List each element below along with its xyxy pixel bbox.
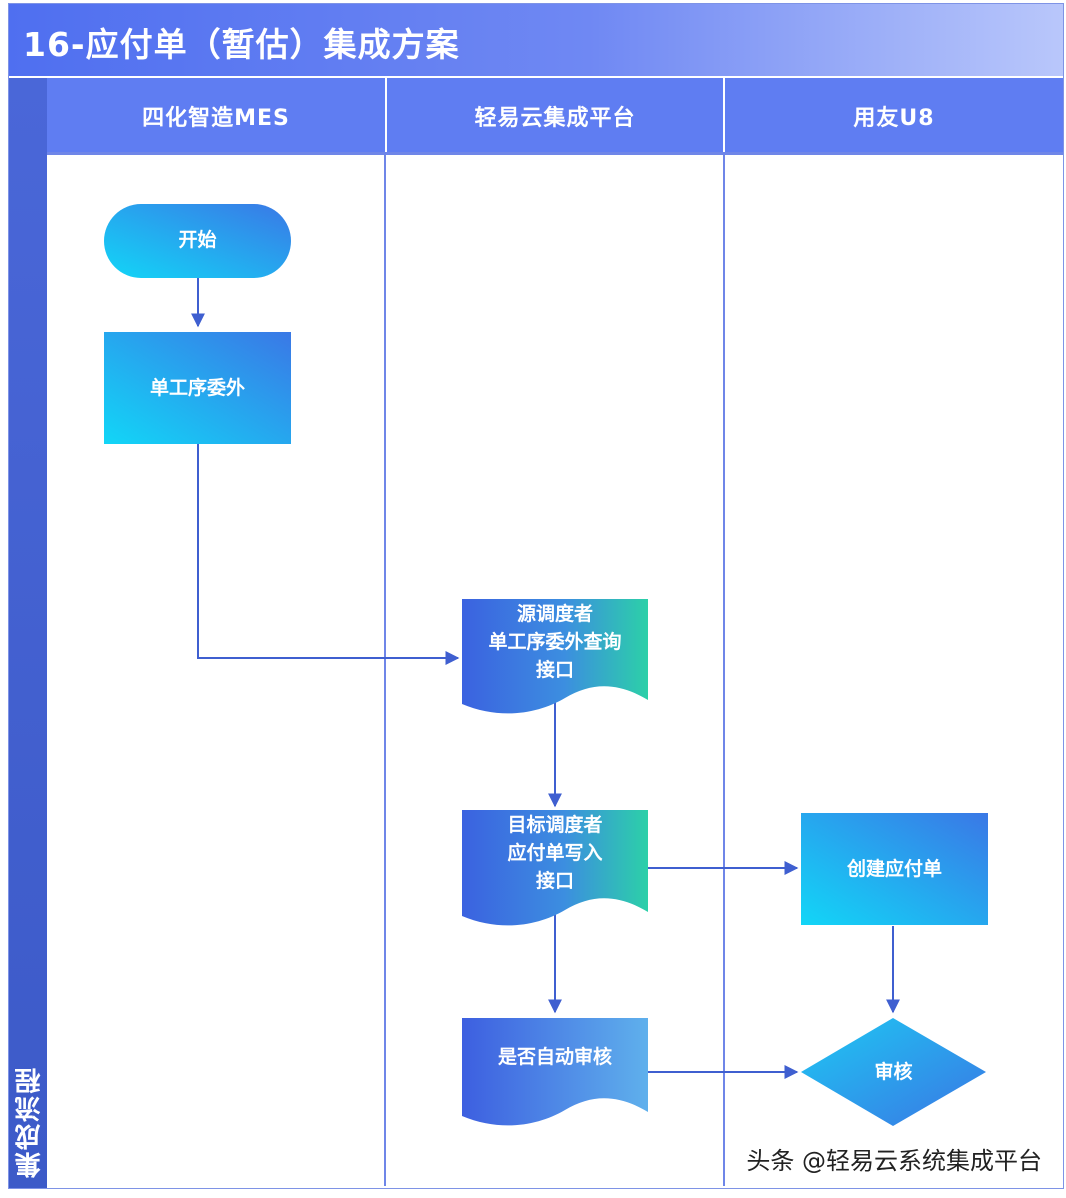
auto-audit-node: [462, 1018, 648, 1126]
source-query-line3: 接口: [535, 659, 574, 681]
source-query-line2: 单工序委外查询: [488, 631, 622, 653]
create-ap-node: [801, 813, 988, 925]
audit-label: 审核: [874, 1061, 913, 1083]
side-bar: 集成流程: [9, 78, 47, 1188]
lane-header-platform: 轻易云集成平台: [387, 78, 723, 154]
header-divider: [47, 152, 1063, 155]
create-ap-label: 创建应付单: [846, 858, 942, 880]
lane-header-mes: 四化智造MES: [47, 78, 385, 154]
diagram-frame: [8, 3, 1064, 1189]
target-write-line2: 应付单写入: [507, 842, 603, 864]
target-write-line3: 接口: [535, 870, 574, 892]
lane-divider-1: [384, 154, 386, 1186]
auto-audit-label: 是否自动审核: [497, 1046, 612, 1068]
target-write-line1: 目标调度者: [507, 814, 603, 836]
outsource-label: 单工序委外: [149, 377, 245, 399]
lane-divider-2: [723, 154, 725, 1186]
diagram-title: 16-应付单（暂估）集成方案: [23, 25, 460, 64]
start-node: [104, 204, 291, 278]
source-query-label: 源调度者 单工序委外查询 接口: [462, 600, 648, 684]
target-write-label: 目标调度者 应付单写入 接口: [462, 811, 648, 895]
watermark: 头条 @轻易云系统集成平台: [746, 1147, 1042, 1175]
outsource-node: [104, 332, 291, 444]
connector-outsource-to-source: [197, 444, 460, 665]
source-query-line1: 源调度者: [516, 603, 593, 625]
lane-header-u8: 用友U8: [725, 78, 1063, 154]
source-query-node: [462, 599, 648, 714]
title-bar: 16-应付单（暂估）集成方案: [9, 4, 1063, 76]
start-label: 开始: [178, 229, 217, 251]
target-write-node: [462, 810, 648, 926]
audit-node: [801, 1018, 986, 1126]
